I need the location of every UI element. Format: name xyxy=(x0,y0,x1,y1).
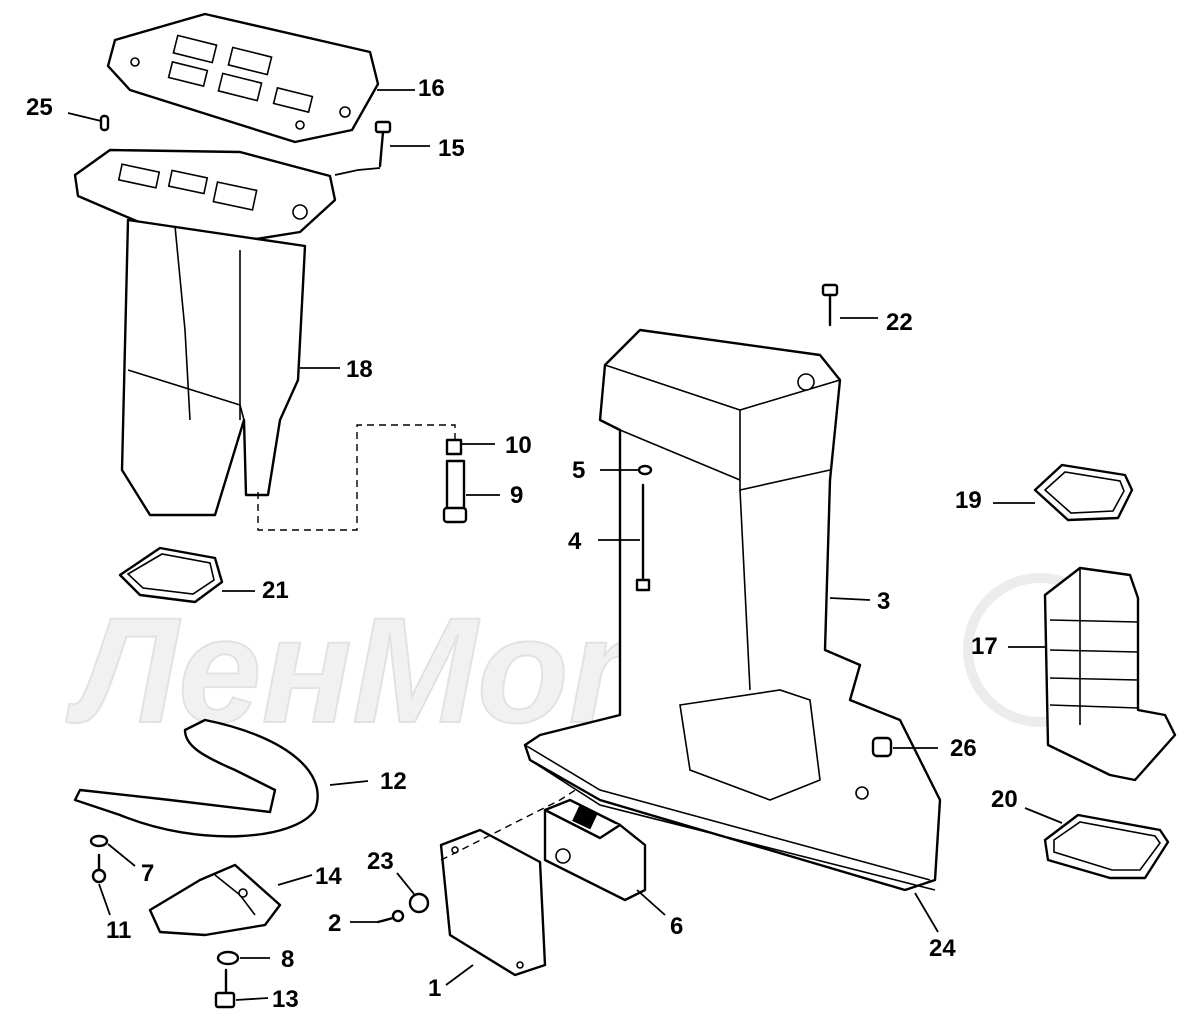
part-7-washer xyxy=(89,834,109,848)
part-13-bolt xyxy=(214,968,236,1009)
leader-lines xyxy=(67,89,1063,1001)
part-12-plate xyxy=(73,718,319,838)
part-21-seal xyxy=(118,546,224,604)
callout-4: 4 xyxy=(568,528,582,555)
callout-5: 5 xyxy=(572,457,585,484)
part-25-dowel xyxy=(99,114,110,132)
part-19-seal xyxy=(1033,463,1134,522)
dashed-guide-18 xyxy=(257,424,456,531)
part-5-nut xyxy=(637,464,653,476)
callout-20: 20 xyxy=(991,786,1018,813)
part-23-washer xyxy=(408,892,430,914)
callout-14: 14 xyxy=(315,863,342,890)
callout-21: 21 xyxy=(262,577,289,604)
callout-3: 3 xyxy=(877,588,890,615)
callout-23: 23 xyxy=(367,848,394,875)
callout-12: 12 xyxy=(380,768,407,795)
callout-6: 6 xyxy=(670,913,683,940)
callout-2: 2 xyxy=(328,910,341,937)
part-17-tube xyxy=(1043,566,1177,782)
part-16-gasket xyxy=(106,12,380,144)
part-10-plug xyxy=(445,438,463,456)
callout-18: 18 xyxy=(346,356,373,383)
callout-24: 24 xyxy=(929,935,956,962)
callout-15: 15 xyxy=(438,135,465,162)
callout-9: 9 xyxy=(510,482,523,509)
part-9-tube xyxy=(442,459,468,524)
part-11-screw xyxy=(91,853,107,884)
callout-17: 17 xyxy=(971,633,998,660)
callout-7: 7 xyxy=(141,860,154,887)
callout-13: 13 xyxy=(272,986,299,1013)
part-1-cover xyxy=(439,828,547,977)
callout-16: 16 xyxy=(418,75,445,102)
part-14-bracket xyxy=(148,863,282,937)
callout-10: 10 xyxy=(505,432,532,459)
callout-11: 11 xyxy=(106,917,131,944)
part-18-adapter xyxy=(73,148,337,517)
callout-labels: 25 16 15 18 10 9 5 4 21 22 3 19 17 26 20… xyxy=(26,75,1018,1013)
dashed-guide-1 xyxy=(440,734,661,861)
part-2-screw xyxy=(376,909,405,924)
callout-19: 19 xyxy=(955,487,982,514)
callout-26: 26 xyxy=(950,735,977,762)
part-15-bolt xyxy=(374,120,392,168)
part-22-bolt xyxy=(821,283,839,327)
part-4-stud xyxy=(635,483,651,592)
callout-22: 22 xyxy=(886,309,913,336)
part-8-nut xyxy=(216,950,240,966)
callout-1: 1 xyxy=(428,975,441,1002)
callout-8: 8 xyxy=(281,946,294,973)
part-26-plug xyxy=(871,736,893,758)
callout-25: 25 xyxy=(26,94,53,121)
part-20-seal xyxy=(1043,813,1170,880)
part-6-mount xyxy=(543,798,647,902)
